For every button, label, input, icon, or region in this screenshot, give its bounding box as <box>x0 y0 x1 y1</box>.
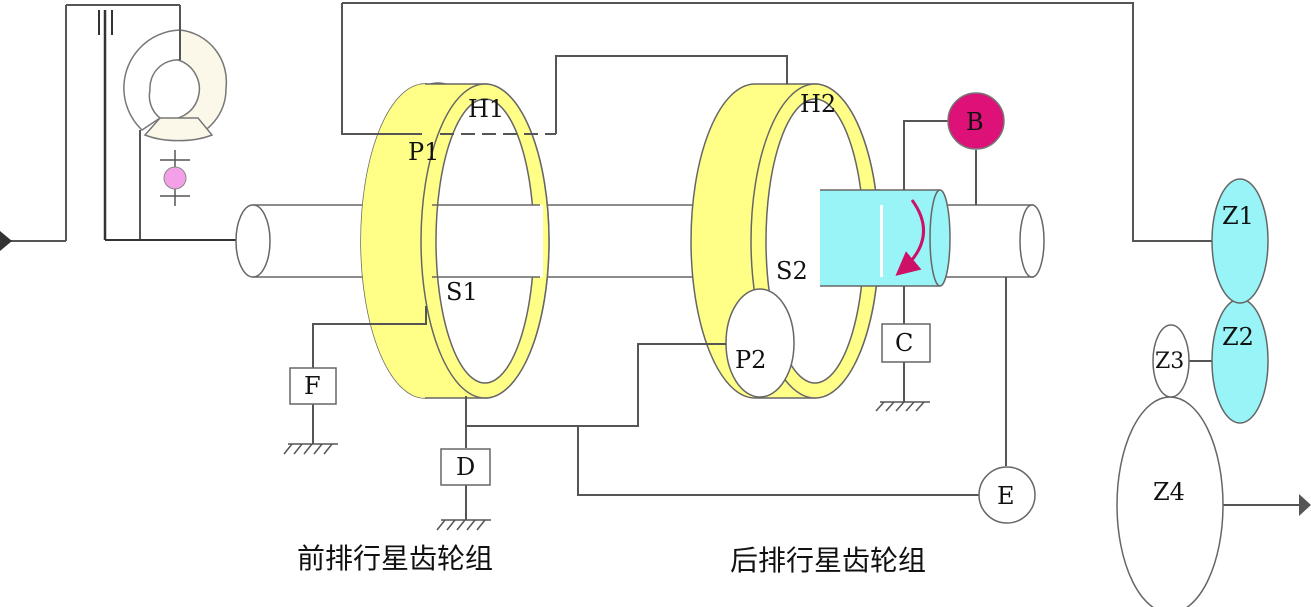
label-s1: S1 <box>446 278 478 306</box>
brake-c-box <box>881 323 931 363</box>
label-e: E <box>997 482 1015 510</box>
caption-rear-planetary-set: 后排行星齿轮组 <box>730 544 926 577</box>
label-p2: P2 <box>735 346 766 374</box>
ground-symbol-c <box>875 401 930 412</box>
rear-planet-gear <box>725 288 795 398</box>
rear-ring-gear <box>690 83 883 399</box>
connection-lines <box>312 2 1300 520</box>
brake-d-box <box>440 448 491 486</box>
brake-c-drum <box>880 189 951 287</box>
label-f: F <box>304 372 321 400</box>
gear-z2 <box>1211 298 1269 424</box>
output-arrow-icon <box>1299 494 1311 516</box>
ground-symbol-d <box>436 519 491 531</box>
torque-converter <box>123 5 228 240</box>
rotation-arrow-icon <box>895 199 926 276</box>
label-d: D <box>456 453 475 481</box>
caption-front-planetary-set: 前排行星齿轮组 <box>297 542 493 575</box>
label-p1: P1 <box>408 138 439 166</box>
label-h2: H2 <box>800 90 836 118</box>
gear-z1 <box>1211 178 1269 304</box>
label-z3: Z3 <box>1155 349 1184 374</box>
input-connection <box>10 4 240 242</box>
label-c: C <box>895 329 913 357</box>
ground-symbol-f <box>283 443 338 455</box>
input-arrow-icon <box>0 231 12 251</box>
one-way-clutch <box>160 150 190 206</box>
label-z2: Z2 <box>1222 323 1254 351</box>
label-z1: Z1 <box>1222 202 1254 230</box>
label-b: B <box>966 108 984 136</box>
front-ring-gear <box>361 83 550 399</box>
label-z4: Z4 <box>1153 478 1185 506</box>
gear-z3 <box>1152 324 1190 398</box>
clutch-e-circle <box>978 466 1036 524</box>
label-s2: S2 <box>776 257 808 285</box>
clutch-b-circle <box>947 92 1005 150</box>
label-h1: H1 <box>468 95 504 123</box>
brake-f-box <box>289 367 337 405</box>
